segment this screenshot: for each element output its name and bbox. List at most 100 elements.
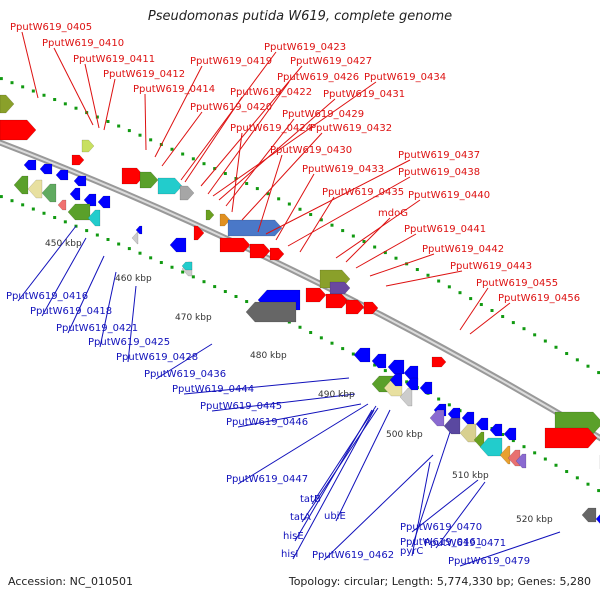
tick-mark (479, 303, 483, 307)
reverse-gene-glyph (169, 237, 187, 253)
tick-mark (309, 331, 313, 335)
tick-mark (341, 229, 345, 233)
backbone-arc-highlight (0, 141, 600, 440)
tick-mark (191, 275, 195, 279)
reverse-gene-callout-line (237, 403, 369, 485)
reverse-gene-glyph (429, 409, 445, 427)
tick-mark (554, 345, 558, 349)
forward-gene-label: PputW619_0427 (290, 56, 372, 67)
ruler-label: 470 kbp (175, 313, 212, 323)
tick-mark (287, 202, 291, 206)
forward-gene-glyph (157, 177, 183, 195)
tick-mark (575, 476, 579, 480)
forward-gene-glyph (81, 139, 95, 153)
reverse-gene-label: hisI (281, 549, 298, 560)
accession-text: Accession: NC_010501 (8, 575, 134, 588)
forward-gene-glyph (0, 119, 37, 141)
forward-gene-callout-line (299, 196, 335, 253)
tick-mark (31, 207, 35, 211)
forward-gene-glyph (179, 185, 195, 201)
label-layer: PputW619_0405PputW619_0410PputW619_0411P… (6, 22, 580, 567)
tick-mark (95, 115, 99, 119)
reverse-gene-glyph (399, 387, 413, 407)
tick-mark (21, 85, 25, 89)
tick-mark (383, 369, 387, 373)
tick-mark (106, 120, 110, 123)
tick-mark (10, 81, 14, 85)
reverse-gene-callout-line (127, 285, 137, 363)
forward-gene-glyph (544, 427, 598, 449)
reverse-gene-label: PputW619_0461 (400, 537, 482, 548)
tick-mark (415, 268, 419, 272)
tick-mark (426, 273, 430, 277)
tick-mark (138, 133, 142, 137)
forward-gene-glyph (205, 209, 215, 221)
tick-mark (522, 445, 526, 449)
tick-mark (170, 265, 174, 269)
reverse-gene-label: PputW619_0479 (448, 556, 530, 567)
reverse-gene-label: tatA (290, 512, 311, 523)
reverse-gene-glyph (443, 417, 461, 435)
tick-mark (138, 251, 142, 255)
forward-gene-callout-line (218, 98, 336, 201)
tick-mark (287, 320, 291, 324)
tick-mark (330, 341, 334, 345)
ruler-label: 450 kbp (45, 239, 82, 249)
tick-mark (543, 457, 547, 461)
forward-gene-callout-line (200, 65, 303, 187)
reverse-gene-glyph (245, 301, 297, 323)
forward-gene-label: PputW619_0424 (230, 123, 312, 134)
tick-mark (373, 245, 377, 249)
tick-mark (522, 327, 526, 331)
tick-mark (213, 285, 217, 289)
reverse-gene-glyph (83, 193, 97, 207)
reverse-gene-glyph (581, 507, 597, 523)
reverse-gene-callout-line (183, 377, 350, 395)
tick-mark (298, 207, 302, 211)
forward-gene-label: PputW619_0411 (73, 54, 155, 65)
tick-mark (191, 157, 195, 161)
forward-gene-label: PputW619_0433 (302, 164, 384, 175)
tick-mark (362, 240, 366, 243)
forward-gene-label: PputW619_0423 (264, 42, 346, 53)
forward-gene-label: PputW619_0440 (408, 190, 490, 201)
tick-mark (202, 162, 206, 166)
tick-mark (586, 482, 590, 486)
forward-gene-label: PputW619_0441 (404, 224, 486, 235)
reverse-gene-glyph (595, 514, 600, 524)
ruler-label: 460 kbp (115, 274, 152, 284)
tick-mark (511, 439, 515, 443)
tick-mark (181, 270, 185, 274)
tick-mark (234, 295, 238, 298)
forward-gene-label: PputW619_0438 (398, 167, 480, 178)
tick-mark (117, 124, 121, 128)
tick-mark (597, 489, 600, 493)
tick-mark (245, 300, 249, 304)
ruler-label: 520 kbp (516, 515, 553, 525)
reverse-gene-glyph (499, 445, 511, 465)
tick-mark (373, 363, 377, 367)
forward-gene-glyph (227, 219, 283, 237)
tick-mark (85, 229, 89, 233)
forward-gene-label: PputW619_0414 (133, 84, 215, 95)
tick-mark (533, 451, 537, 455)
tick-mark (501, 315, 505, 319)
reverse-gene-glyph (57, 199, 67, 211)
tick-mark (127, 129, 131, 133)
forward-gene-callout-line (265, 159, 411, 235)
tick-mark (298, 325, 302, 329)
forward-gene-callout-line (345, 217, 391, 263)
tick-mark (63, 102, 67, 106)
reverse-gene-callout-line (411, 461, 431, 557)
reverse-gene-glyph (23, 159, 37, 171)
tick-mark (117, 242, 121, 246)
reverse-gene-glyph (503, 427, 517, 441)
ruler-label: 500 kbp (386, 430, 423, 440)
reverse-gene-label: PputW619_0471 (424, 538, 506, 549)
forward-gene-label: PputW619_0412 (103, 69, 185, 80)
tick-mark (319, 336, 323, 340)
tick-mark (565, 352, 569, 356)
reverse-gene-glyph (97, 195, 111, 209)
forward-gene-glyph (345, 299, 365, 315)
